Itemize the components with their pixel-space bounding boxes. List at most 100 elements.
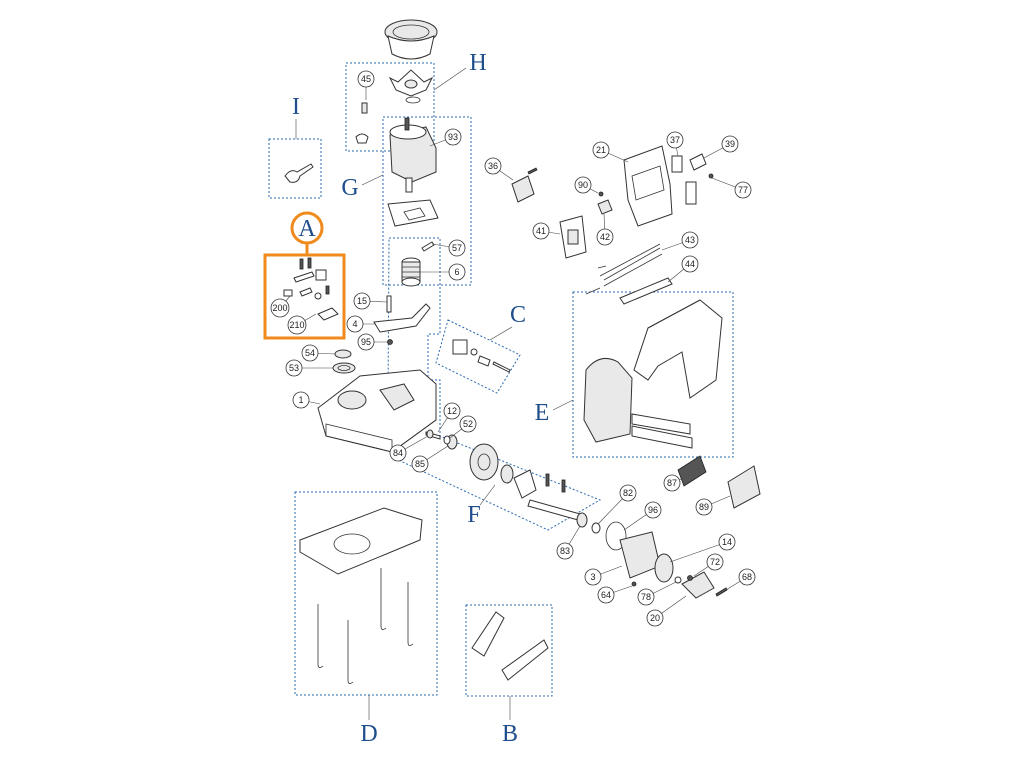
- callout-number-85: 85: [415, 459, 425, 469]
- part-e-outer-cover: [633, 299, 723, 399]
- part-e-strip-a: [631, 413, 691, 435]
- callout-number-43: 43: [685, 235, 695, 245]
- group-c-outline: [435, 319, 521, 394]
- callout-number-20: 20: [650, 613, 660, 623]
- part-3-cover: [619, 531, 661, 579]
- callout-number-15: 15: [357, 296, 367, 306]
- group-h-leader: [433, 67, 467, 91]
- callout-number-72: 72: [710, 557, 720, 567]
- part-87-cover: [677, 455, 707, 487]
- callout-circle-84: [389, 444, 407, 462]
- gear-washer-part: [500, 464, 514, 484]
- part-21-board: [631, 165, 665, 201]
- part-b-lever-b: [501, 639, 549, 681]
- group-label-a: A: [298, 216, 316, 242]
- callout-number-44: 44: [685, 259, 695, 269]
- callout-number-37: 37: [670, 135, 680, 145]
- group-a-outline: [263, 253, 346, 340]
- callout-circle-44: [681, 255, 699, 273]
- callout-number-14: 14: [722, 537, 732, 547]
- part-15-pin: [386, 295, 392, 313]
- callout-number-1: 1: [298, 395, 303, 405]
- spring-part: [401, 257, 421, 287]
- part-52-washer: [443, 435, 451, 445]
- callout-circle-41: [532, 222, 550, 240]
- callout-circle-43: [681, 231, 699, 249]
- callout-circle-20: [646, 609, 664, 627]
- part-37-sleeve-b: [685, 181, 697, 205]
- callout-circle-15: [353, 292, 371, 310]
- callout-number-87: 87: [667, 478, 677, 488]
- callout-number-52: 52: [463, 419, 473, 429]
- gearbox-housing-part: [317, 369, 437, 453]
- motor-part: [389, 117, 437, 193]
- part-95-screw: [387, 339, 393, 345]
- lever-part: [373, 303, 431, 333]
- group-c-leader: [489, 326, 513, 341]
- callout-circle-12: [443, 402, 461, 420]
- callout-circle-78: [637, 588, 655, 606]
- callout-number-41: 41: [536, 226, 546, 236]
- group-g-leader: [361, 174, 384, 186]
- callout-number-36: 36: [488, 161, 498, 171]
- callout-circle-53: [285, 359, 303, 377]
- output-shaft-part: [527, 499, 581, 521]
- part-21-control-box: [623, 145, 673, 227]
- part-37-sleeve: [671, 155, 683, 173]
- part-84-washer: [426, 429, 434, 439]
- group-label-f: F: [467, 502, 480, 528]
- callout-circle-72: [706, 553, 724, 571]
- callout-number-53: 53: [289, 363, 299, 373]
- shaft-pin-b: [561, 479, 566, 493]
- callout-circle-14: [718, 533, 736, 551]
- callout-number-77: 77: [738, 185, 748, 195]
- callout-circle-42: [596, 228, 614, 246]
- group-g-outline: [382, 116, 472, 286]
- callout-number-64: 64: [601, 590, 611, 600]
- callout-number-93: 93: [448, 132, 458, 142]
- callout-circle-64: [597, 586, 615, 604]
- part-d-anchor-bolts: [317, 568, 414, 684]
- callout-number-21: 21: [596, 145, 606, 155]
- callout-circle-36: [484, 157, 502, 175]
- callout-circle-210: [287, 315, 307, 335]
- group-label-g: G: [341, 175, 358, 201]
- callout-circle-82: [619, 484, 637, 502]
- callout-number-39: 39: [725, 139, 735, 149]
- group-label-c: C: [510, 302, 526, 328]
- part-82-seal: [591, 522, 601, 534]
- part-44-cable: [619, 277, 673, 305]
- callout-number-68: 68: [742, 572, 752, 582]
- callout-number-90: 90: [578, 180, 588, 190]
- callout-circle-52: [459, 415, 477, 433]
- part-89-cover: [727, 465, 761, 509]
- callout-number-96: 96: [648, 505, 658, 515]
- part-45-pin: [361, 102, 368, 114]
- part-83-bearing: [576, 512, 588, 528]
- part-e-front-cover: [583, 357, 633, 443]
- gasket-part: [387, 199, 439, 227]
- part-54-ring: [334, 349, 352, 359]
- callout-number-12: 12: [447, 406, 457, 416]
- group-h-outline: [345, 62, 435, 152]
- callout-circle-89: [695, 498, 713, 516]
- part-78-washer: [674, 576, 682, 584]
- part-42-switch: [597, 199, 613, 215]
- group-label-d: D: [360, 721, 377, 747]
- gear-part: [469, 443, 499, 481]
- callout-circle-96: [644, 501, 662, 519]
- callout-number-200: 200: [272, 303, 287, 313]
- part-39-cap: [689, 153, 707, 171]
- callout-circle-39: [721, 135, 739, 153]
- callout-circle-6: [448, 263, 466, 281]
- callout-number-82: 82: [623, 488, 633, 498]
- part-53-ring-inner: [337, 365, 351, 371]
- part-14-pinion: [654, 553, 674, 583]
- callout-circle-95: [357, 333, 375, 351]
- callout-number-84: 84: [393, 448, 403, 458]
- callout-circle-85: [411, 455, 429, 473]
- callout-circle-68: [738, 568, 756, 586]
- gasket-hole: [403, 207, 426, 221]
- callout-number-45: 45: [361, 74, 371, 84]
